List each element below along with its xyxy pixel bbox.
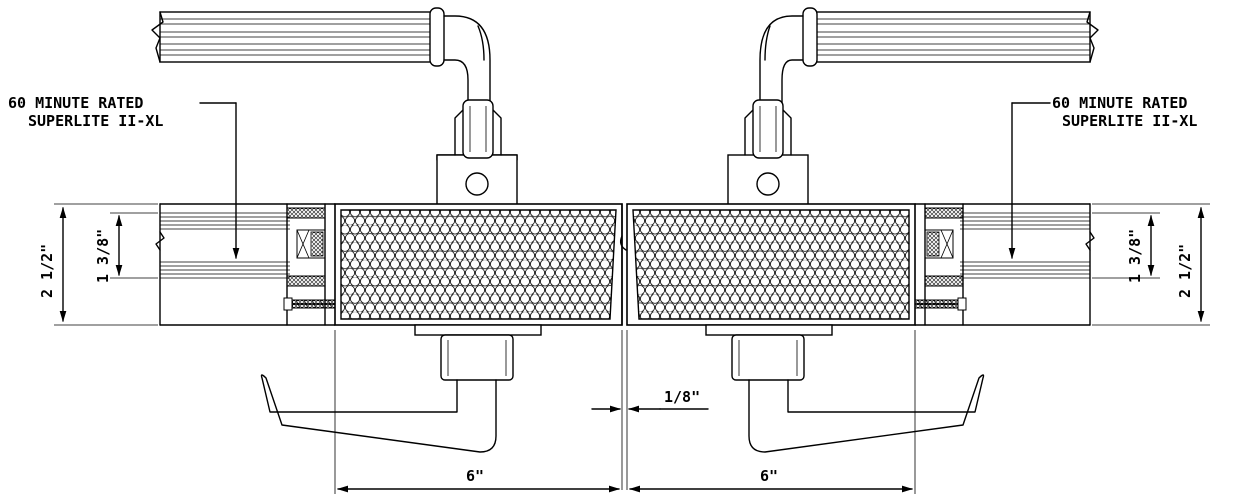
- right-pull-bar: [759, 7, 1099, 119]
- left-stile: [334, 203, 627, 326]
- right-lever-handle: [705, 324, 985, 453]
- left-stile-width: 6": [466, 467, 484, 485]
- left-pull-bar: [151, 7, 491, 119]
- right-pull-mount: [727, 99, 809, 206]
- gap-dimension: [591, 330, 709, 490]
- right-glass-panel: [887, 203, 1095, 326]
- stile-width-dimensions: [334, 330, 916, 494]
- left-glass-panel: [155, 203, 363, 326]
- left-note-line1: 60 MINUTE RATED: [8, 94, 143, 112]
- left-overall-thickness: 2 1/2": [38, 244, 56, 298]
- left-thickness-dimensions: [54, 203, 158, 326]
- right-stile: [626, 203, 916, 326]
- left-note-line2: SUPERLITE II-XL: [28, 112, 163, 130]
- right-note-line1: 60 MINUTE RATED: [1052, 94, 1187, 112]
- right-thickness-dimensions: [1092, 203, 1210, 326]
- right-stile-width: 6": [760, 467, 778, 485]
- right-overall-thickness: 2 1/2": [1176, 244, 1194, 298]
- left-glass-thickness: 1 3/8": [94, 229, 112, 283]
- left-lever-handle: [260, 324, 542, 453]
- right-glass-thickness: 1 3/8": [1126, 229, 1144, 283]
- right-note-line2: SUPERLITE II-XL: [1062, 112, 1197, 130]
- gap-label: 1/8": [664, 388, 700, 406]
- left-pull-mount: [436, 99, 518, 206]
